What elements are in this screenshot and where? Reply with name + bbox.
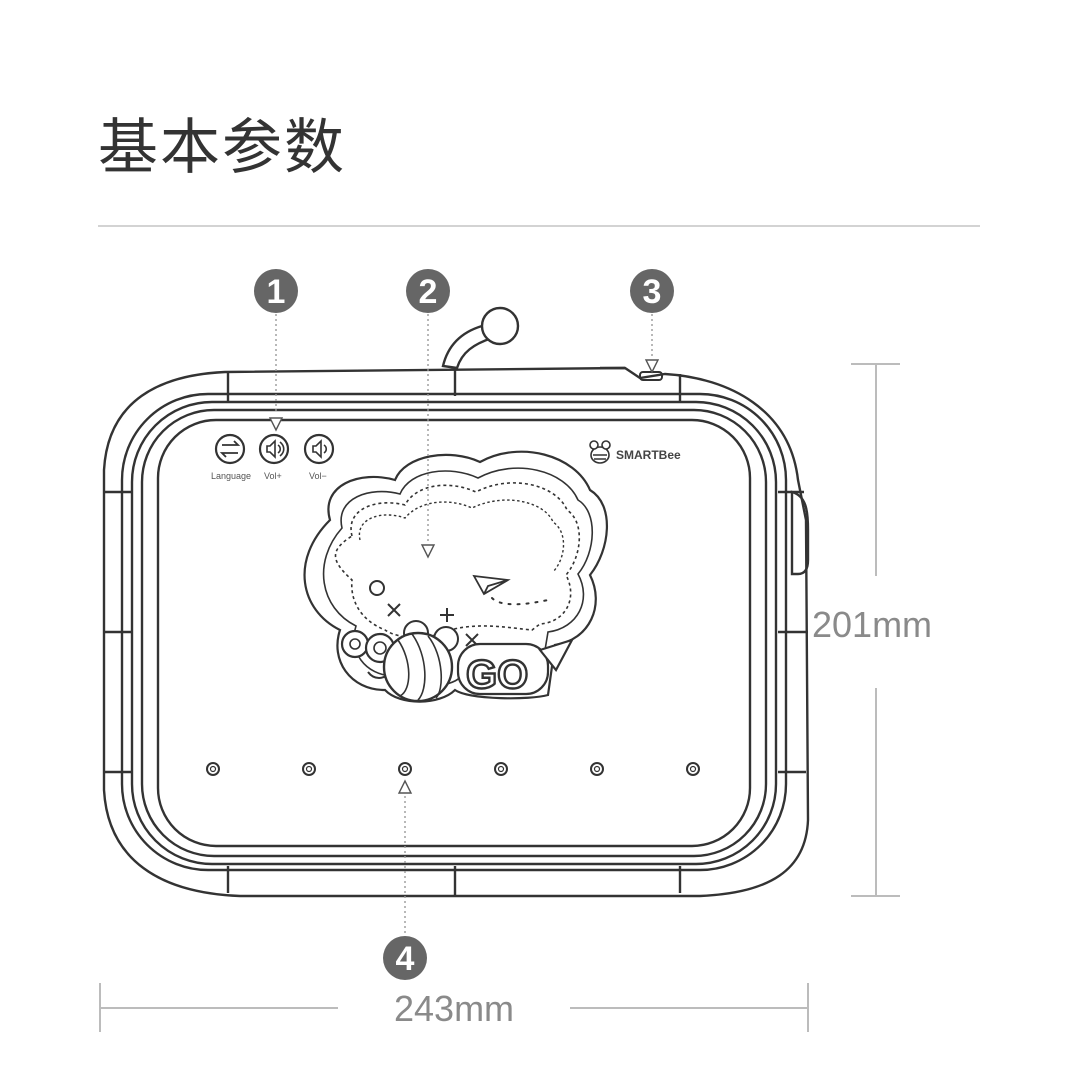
pointer-3 — [644, 359, 660, 374]
height-dimension: 201mm — [812, 604, 933, 645]
pointer-1 — [268, 417, 284, 432]
brand-logo: SMARTBee — [589, 440, 681, 464]
sensor-hole-6 — [686, 762, 700, 776]
volume-up-label: Vol+ — [264, 471, 282, 481]
sensor-hole-3 — [398, 762, 412, 776]
sensor-hole-4 — [494, 762, 508, 776]
paper-plane-icon — [472, 574, 511, 596]
page-title: 基本参数 — [98, 113, 346, 183]
brand-name: SMARTBee — [616, 448, 681, 462]
go-text-1: GO — [466, 653, 528, 697]
language-label: Language — [211, 471, 251, 481]
marker-3: 3 — [630, 269, 674, 313]
language-button[interactable]: Language — [211, 433, 251, 481]
marker-2: 2 — [406, 269, 450, 313]
height-dimension-lines — [851, 363, 900, 897]
pointer-4 — [397, 779, 413, 794]
volume-down-label: Vol− — [309, 471, 327, 481]
volume-up-icon — [266, 439, 285, 459]
bee-logo-icon — [589, 440, 611, 464]
width-dimension-lines — [99, 983, 809, 1032]
marker-2-label: 2 — [419, 273, 438, 311]
language-swap-icon — [219, 440, 241, 458]
charging-port — [639, 371, 663, 381]
title-divider — [98, 225, 980, 227]
microphone-icon — [441, 306, 520, 370]
marker-4: 4 — [383, 936, 427, 980]
pointer-2 — [420, 544, 436, 559]
sensor-hole-2 — [302, 762, 316, 776]
callout-leaders — [275, 314, 653, 936]
device-body — [102, 366, 810, 898]
marker-4-label: 4 — [396, 940, 415, 978]
marker-1: 1 — [254, 269, 298, 313]
cloud-illustration: GO GO — [303, 450, 609, 703]
marker-1-label: 1 — [267, 273, 286, 311]
volume-down-button[interactable]: Vol− — [303, 433, 335, 481]
marker-3-label: 3 — [643, 273, 662, 311]
sensor-hole-5 — [590, 762, 604, 776]
width-dimension: 243mm — [394, 988, 515, 1029]
volume-down-icon — [312, 439, 328, 459]
sensor-hole-1 — [206, 762, 220, 776]
sensor-holes — [206, 762, 700, 776]
callout-pointers — [268, 359, 660, 794]
volume-up-button[interactable]: Vol+ — [258, 433, 290, 481]
